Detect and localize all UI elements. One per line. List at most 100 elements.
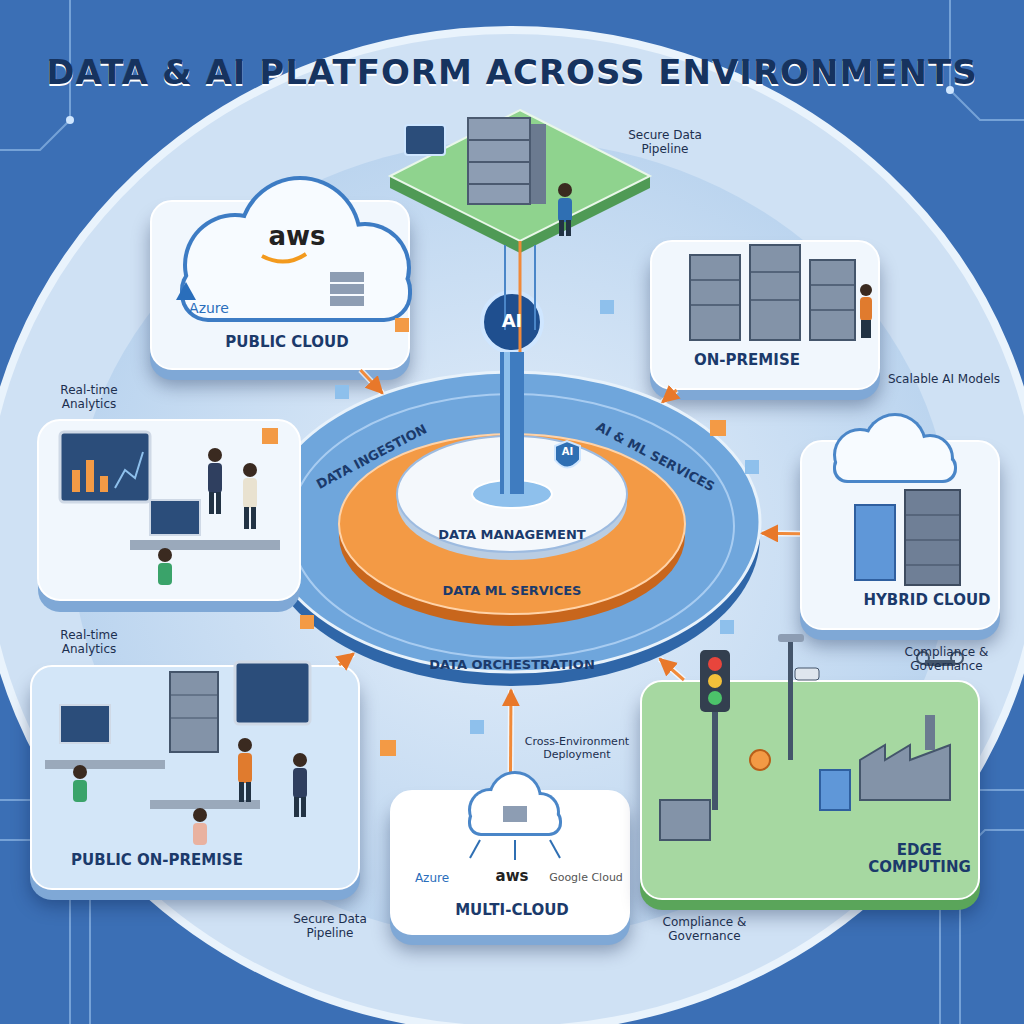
node-label: PUBLIC CLOUD: [192, 334, 382, 351]
analytics-desk: [243, 463, 257, 477]
edge-devices: [708, 657, 722, 671]
connector-halo: [339, 654, 353, 665]
analytics-desk: [60, 432, 150, 502]
server-platform: [405, 125, 445, 155]
node-label: EDGE COMPUTING: [867, 842, 972, 877]
shield-label: AI: [555, 446, 580, 458]
callout-label: Compliance & Governance: [884, 645, 1009, 674]
server-platform: [468, 118, 530, 204]
analytics-desk: [38, 432, 300, 612]
platform: awsAzurePUBLIC CLOUD: [150, 200, 410, 370]
data-connector: [510, 690, 512, 790]
callout-label: Real-time Analytics: [34, 383, 144, 412]
analytics-desk: [158, 548, 172, 562]
server-platform: [468, 183, 530, 185]
connector-line: [762, 532, 800, 536]
data-cubes: [470, 720, 484, 734]
data-connector: [762, 533, 800, 535]
callout-label: Cross-Environment Deployment: [518, 735, 636, 761]
server-platform: [390, 176, 650, 253]
data-cubes: [380, 740, 396, 756]
connector-line: [660, 659, 684, 680]
connector-line: [361, 370, 383, 393]
analytics-desk: [38, 420, 300, 612]
analytics-desk: [72, 470, 80, 492]
analytics-desk: [72, 460, 108, 492]
analytics-desk: [216, 492, 221, 514]
node-label: MULTI-CLOUD: [432, 902, 592, 919]
server-platform: [558, 183, 572, 197]
analytics-desk: [208, 463, 222, 493]
platform-ring: DATA INGESTIONAI & ML SERVICESDATA ORCHE…: [262, 370, 762, 690]
data-cubes: [335, 385, 349, 399]
callout-label: Real-time Analytics: [34, 628, 144, 657]
connector-halo: [361, 370, 383, 393]
analytics-desk: [208, 448, 222, 462]
data-connector: [662, 390, 676, 402]
analytics-desk: [150, 500, 200, 535]
node-label: PUBLIC ON-PREMISE: [47, 852, 267, 869]
node-label: aws: [484, 868, 540, 885]
ring-face: [264, 372, 760, 672]
analytics-desk: [130, 540, 280, 550]
node-label: DATA ML SERVICES: [412, 584, 612, 599]
server-platform: [558, 198, 572, 222]
edge-devices: [795, 668, 819, 680]
connector-halo: [660, 659, 684, 680]
analytics-desk: [244, 507, 249, 529]
node-label: ON-PREMISE: [672, 352, 822, 369]
server-platform: [390, 110, 650, 360]
edge-devices: [778, 634, 804, 642]
node-label: HYBRID CLOUD: [862, 592, 992, 609]
circuit-dots: [66, 116, 74, 124]
node-label: Google Cloud: [542, 872, 630, 885]
analytics-desk: [100, 476, 108, 492]
data-cubes: [262, 428, 278, 444]
background: [0, 30, 1024, 1024]
platform: PUBLIC ON-PREMISE: [30, 665, 360, 890]
platform: Azure awsGoogle CloudMULTI-CLOUD: [390, 790, 630, 935]
server-platform: [468, 140, 530, 184]
platform: ON-PREMISE: [650, 240, 880, 390]
node-label: Azure: [400, 872, 464, 886]
platform: EDGE COMPUTING: [640, 680, 980, 900]
analytics-desk: [251, 507, 256, 529]
analytics-desk: [38, 420, 300, 600]
server-platform: [468, 139, 530, 141]
node-label: Azure: [174, 300, 244, 316]
analytics-desk: [158, 563, 172, 585]
server-platform: [559, 220, 564, 236]
server-platform: [390, 110, 650, 241]
node-label: DATA MANAGEMENT: [412, 528, 612, 543]
callout-label: Compliance & Governance: [642, 915, 767, 944]
connector-halo: [762, 530, 800, 537]
node-label: AI: [480, 311, 544, 332]
platform: HYBRID CLOUD: [800, 440, 1000, 630]
connector-line: [509, 690, 513, 790]
core-face: [339, 434, 685, 614]
callout-label: Secure Data Pipeline: [275, 912, 385, 941]
diagram-title: DATA & AI PLATFORM ACROSS ENVIRONMENTS: [0, 52, 1024, 92]
data-cubes: [600, 300, 614, 314]
connector-line: [662, 390, 676, 402]
node-label: DATA ORCHESTRATION: [412, 658, 612, 673]
platform-ring: AI: [480, 290, 544, 354]
ring-line: [290, 394, 734, 658]
connector-halo: [662, 390, 676, 402]
callout-label: Secure Data Pipeline: [610, 128, 720, 157]
analytics-desk: [209, 492, 214, 514]
connector-line: [339, 654, 353, 665]
disk-face: [397, 436, 627, 552]
data-connector: [361, 370, 383, 393]
data-cubes: [720, 620, 734, 634]
data-connector: [660, 659, 684, 680]
callout-label: Scalable AI Models: [884, 372, 1004, 386]
server-platform: [566, 220, 571, 236]
platform-ring: DATA MANAGEMENT DATA ML SERVICES AI: [337, 432, 687, 632]
node-label: aws: [257, 222, 337, 252]
analytics-desk: [86, 460, 94, 492]
data-connector: [339, 654, 353, 665]
connector-halo: [507, 690, 514, 790]
